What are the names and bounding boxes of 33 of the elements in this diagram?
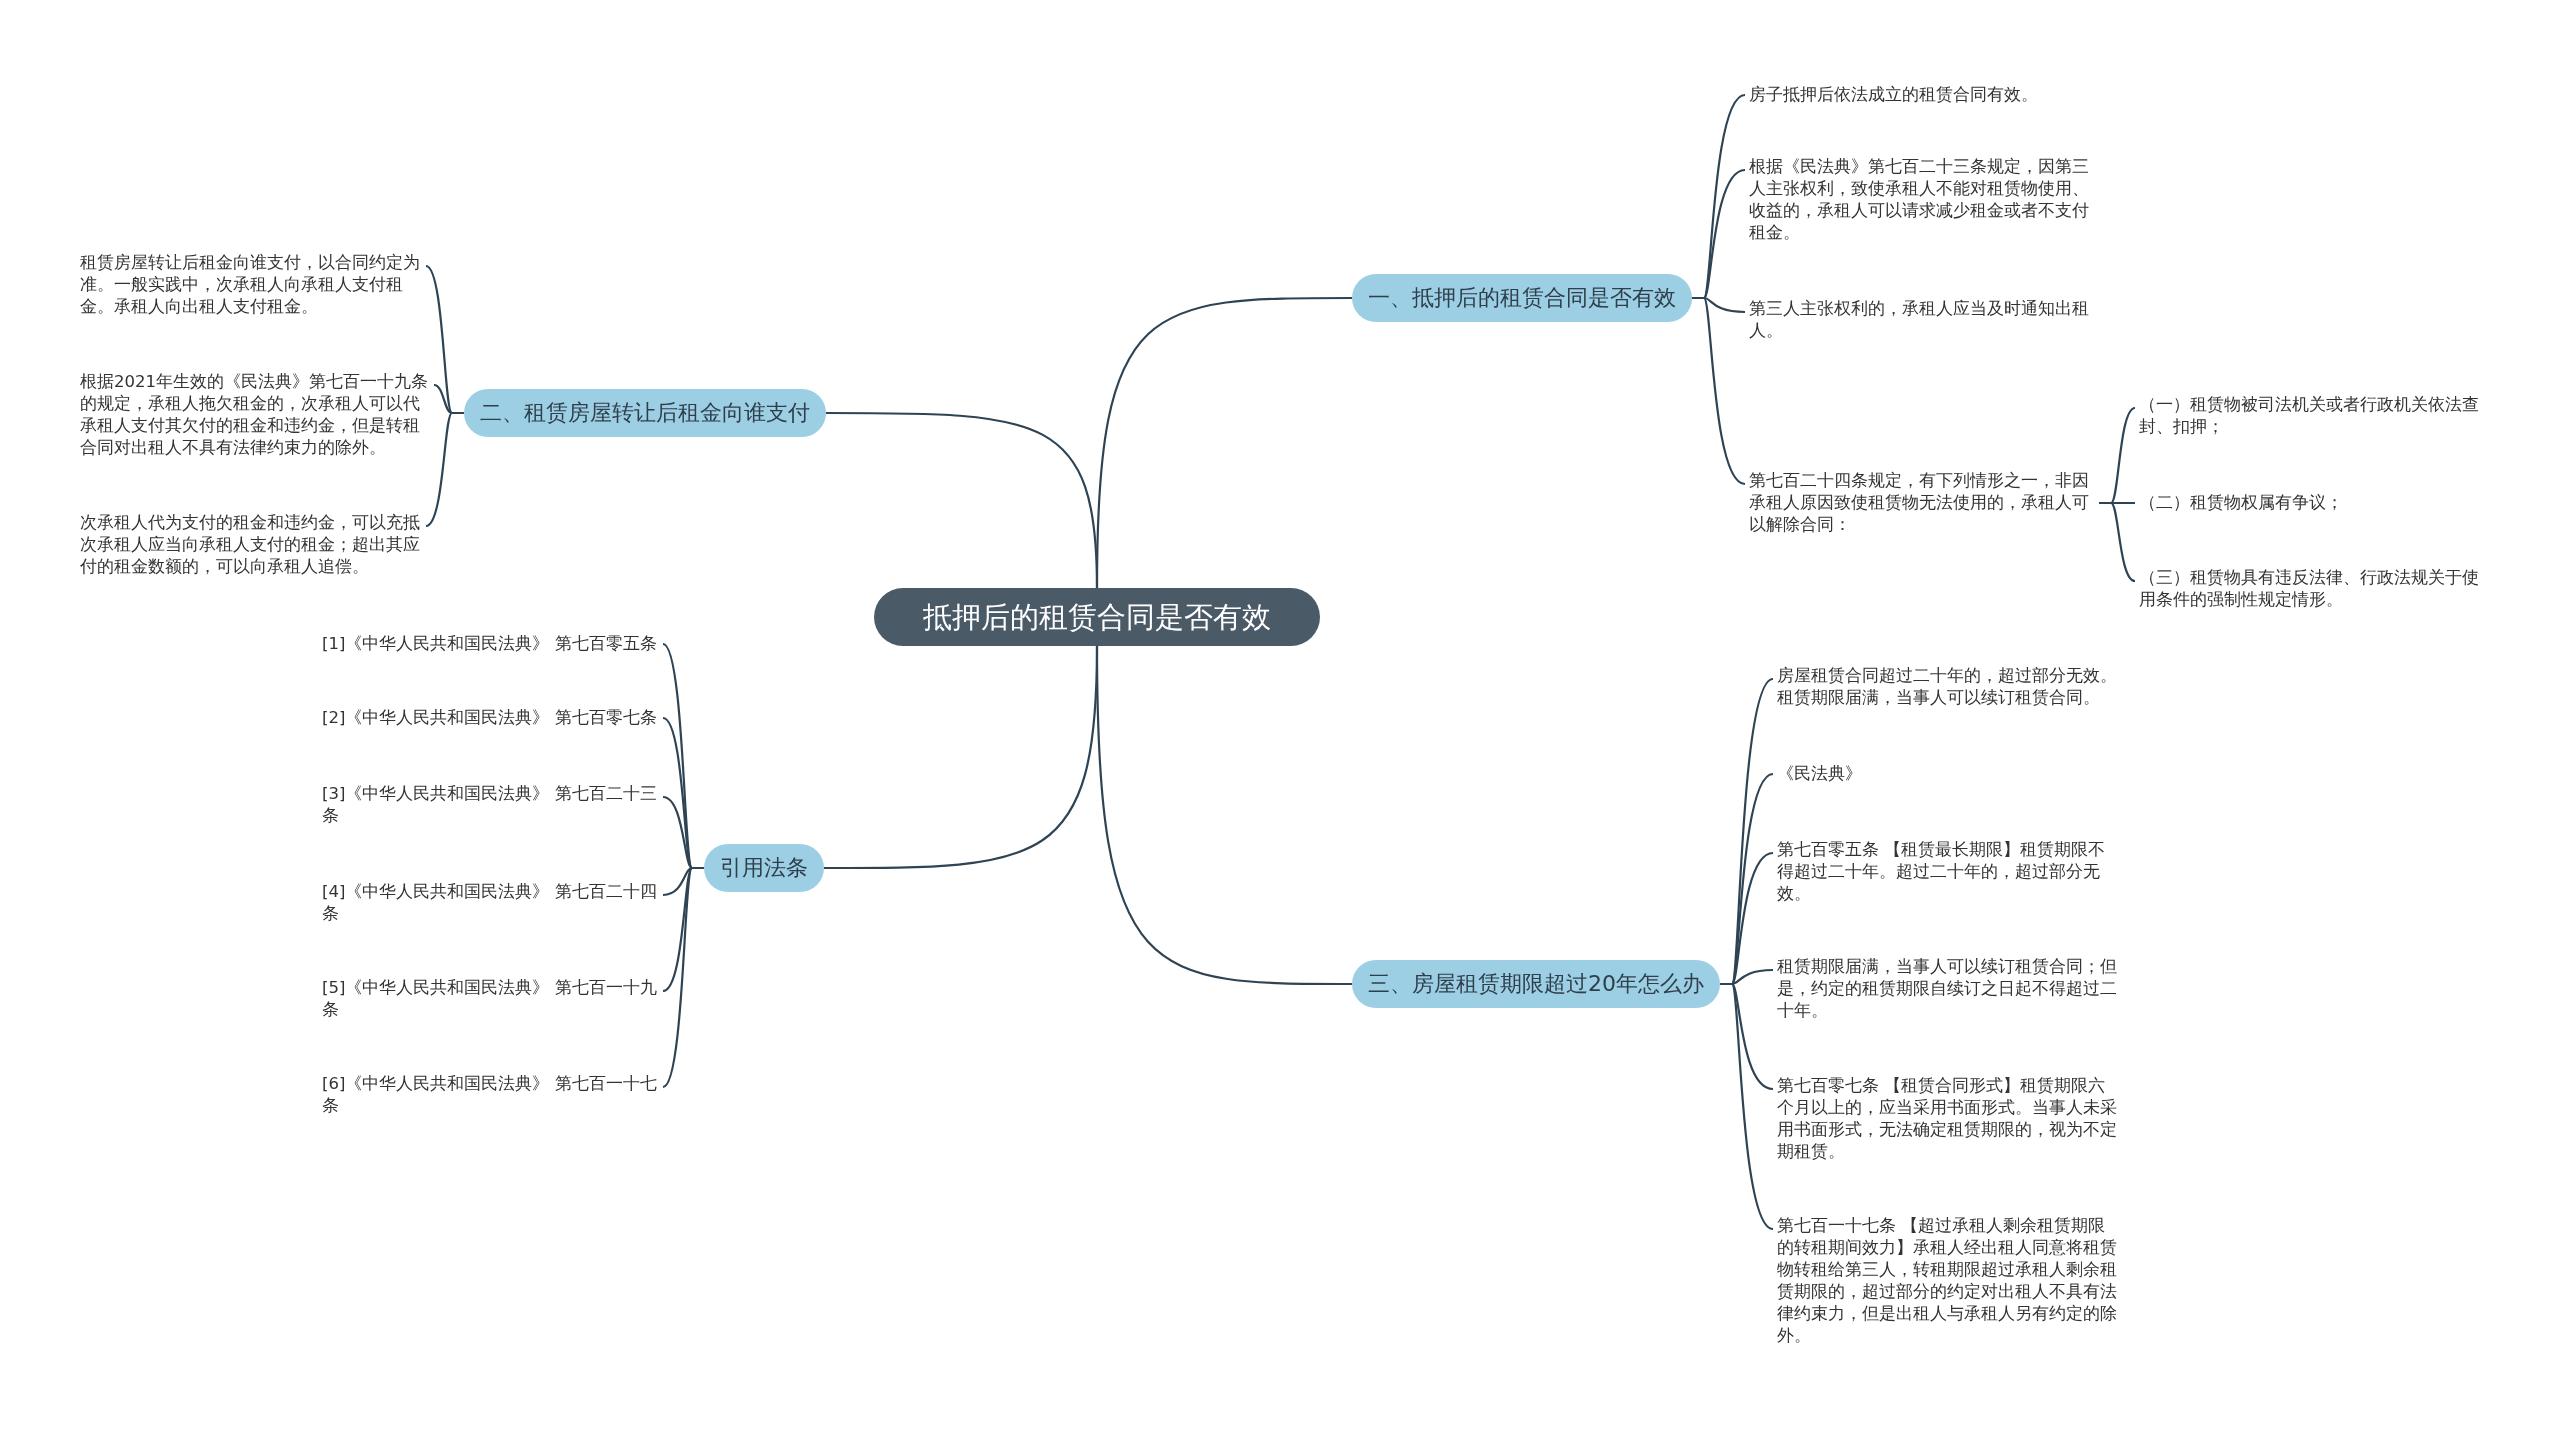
topic-text: 次承租人代为支付的租金和违约金，可以充抵次承租人应当向承租人支付的租金；超出其应付的租金数额的，可以向承租人追偿。 (80, 512, 422, 578)
connector-line (1720, 982, 1774, 1230)
topic-text: 租赁期限届满，当事人可以续订租赁合同；但是，约定的租赁期限自续订之日起不得超过二十年。 (1777, 956, 2122, 1022)
branch-topic: 引用法条 (704, 844, 824, 892)
topic-text: 第七百零七条 【租赁合同形式】租赁期限六个月以上的，应当采用书面形式。当事人未采用书面形式，无法确定租赁期限的，视为不定期租赁。 (1777, 1075, 2122, 1163)
branch-topic: 二、租赁房屋转让后租金向谁支付 (464, 389, 826, 437)
topic-text: [4]《中华人民共和国民法典》 第七百二十四条 (322, 881, 659, 925)
topic-text: [2]《中华人民共和国民法典》 第七百零七条 (322, 707, 659, 729)
topic-text: 第七百一十七条 【超过承租人剩余租赁期限的转租期间效力】承租人经出租人同意将租赁物转租给第三人，转租期限超过承租人剩余租赁期限的，超过部分的约定对出租人不具有法律约束力，但是出租人与承租人另有约定的除外。 (1777, 1215, 2122, 1347)
branch-topic: 三、房屋租赁期限超过20年怎么办 (1352, 960, 1720, 1008)
topic-text: 第三人主张权利的，承租人应当及时通知出租人。 (1749, 298, 2099, 342)
topic-text: 房子抵押后依法成立的租赁合同有效。 (1749, 84, 2099, 106)
topic-text: 第七百二十四条规定，有下列情形之一，非因承租人原因致使租赁物无法使用的，承租人可以解除合同： (1749, 470, 2099, 536)
connector-line (425, 411, 464, 527)
topic-text: 房屋租赁合同超过二十年的，超过部分无效。租赁期限届满，当事人可以续订租赁合同。 (1777, 665, 2122, 709)
topic-text: [6]《中华人民共和国民法典》 第七百一十七条 (322, 1073, 659, 1117)
topic-text: [3]《中华人民共和国民法典》 第七百二十三条 (322, 783, 659, 827)
topic-text: 《民法典》 (1777, 763, 2122, 785)
connector-line (826, 411, 1099, 589)
connector-line (824, 645, 1099, 870)
connector-line (662, 866, 704, 1088)
topic-text: 第七百零五条 【租赁最长期限】租赁期限不得超过二十年。超过二十年的，超过部分无效。 (1777, 839, 2122, 905)
topic-text: （一）租赁物被司法机关或者行政机关依法查封、扣押； (2139, 394, 2489, 438)
central-topic: 抵押后的租赁合同是否有效 (874, 588, 1320, 646)
topic-text: 根据《民法典》第七百二十三条规定，因第三人主张权利，致使承租人不能对租赁物使用、收益的，承租人可以请求减少租金或者不支付租金。 (1749, 156, 2099, 244)
topic-text: 租赁房屋转让后租金向谁支付，以合同约定为准。一般实践中，次承租人向承租人支付租金。承租人向出租人支付租金。 (80, 252, 422, 318)
topic-text: 根据2021年生效的《民法典》第七百一十九条的规定，承租人拖欠租金的，次承租人可以代承租人支付其欠付的租金和违约金，但是转租合同对出租人不具有法律约束力的除外。 (80, 371, 430, 459)
topic-text: [1]《中华人民共和国民法典》 第七百零五条 (322, 633, 659, 655)
connector-line (1692, 296, 1746, 485)
topic-text: [5]《中华人民共和国民法典》 第七百一十九条 (322, 977, 659, 1021)
topic-text: （二）租赁物权属有争议； (2139, 492, 2489, 514)
branch-topic: 一、抵押后的租赁合同是否有效 (1352, 274, 1692, 322)
topic-text: （三）租赁物具有违反法律、行政法规关于使用条件的强制性规定情形。 (2139, 567, 2489, 611)
